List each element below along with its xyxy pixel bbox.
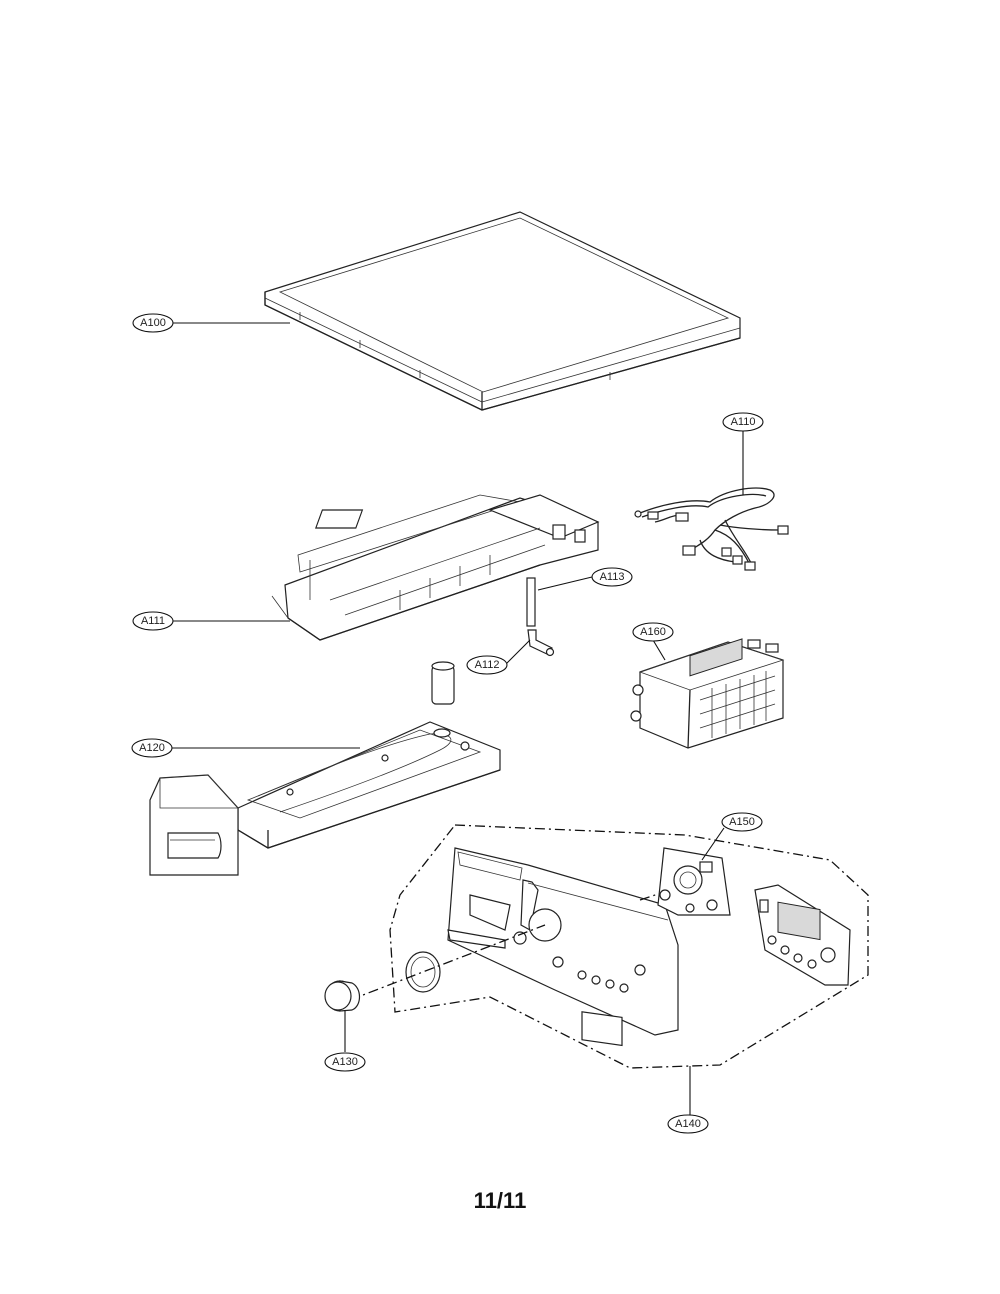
part-wire-harness — [634, 487, 789, 571]
callout-label-a120: A120 — [139, 742, 165, 754]
callout-label-a110: A110 — [731, 416, 756, 428]
callout-label-a130: A130 — [332, 1056, 358, 1068]
callout-a112: A112 — [466, 655, 508, 675]
callout-a113: A113 — [591, 567, 633, 587]
callout-label-a113: A113 — [600, 571, 625, 583]
part-top-plate — [264, 211, 741, 411]
callout-a150: A150 — [721, 812, 763, 832]
part-control-module — [630, 638, 785, 749]
callout-label-a150: A150 — [729, 816, 755, 828]
part-sensor-cup — [431, 661, 455, 705]
part-control-panel-group — [349, 824, 869, 1069]
part-knob-pcb — [657, 847, 731, 916]
callout-label-a160: A160 — [640, 626, 666, 638]
part-knob — [324, 980, 361, 1012]
callout-a130: A130 — [324, 1052, 366, 1072]
callout-label-a140: A140 — [675, 1118, 701, 1130]
leader-lines — [172, 322, 744, 1115]
callout-label-a100: A100 — [140, 317, 166, 329]
callout-a100: A100 — [132, 313, 174, 333]
callout-a110: A110 — [722, 412, 764, 432]
callout-label-a111: A111 — [141, 615, 165, 627]
part-dispenser-housing — [271, 494, 600, 641]
callout-a111: A111 — [132, 611, 174, 631]
callout-a160: A160 — [632, 622, 674, 642]
callout-a140: A140 — [667, 1114, 709, 1134]
part-tube — [526, 577, 536, 627]
page-number: 11/11 — [473, 1188, 527, 1213]
callout-a120: A120 — [131, 738, 173, 758]
callout-label-a112: A112 — [475, 659, 500, 671]
part-elbow-fitting — [527, 629, 555, 657]
part-display-pcb — [754, 884, 851, 986]
part-detergent-drawer — [149, 721, 501, 876]
